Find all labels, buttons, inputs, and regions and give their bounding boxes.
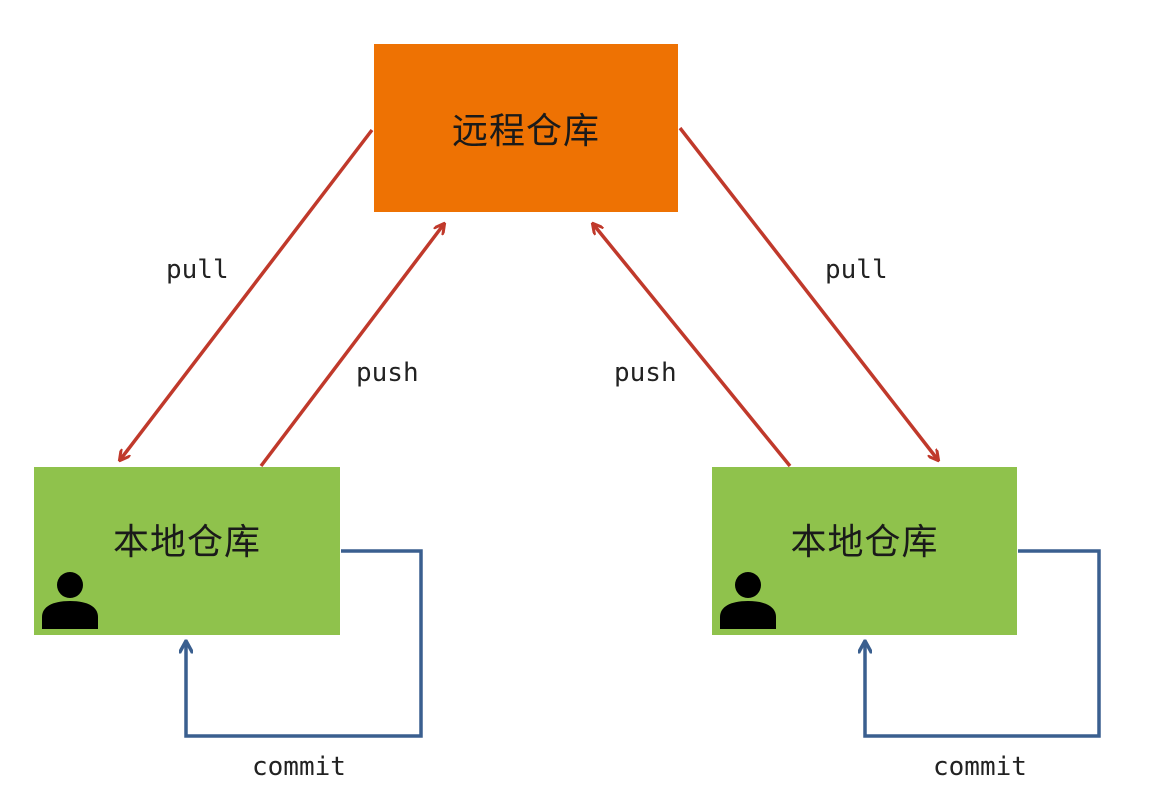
left-push-label: push <box>356 358 419 388</box>
left-commit-label: commit <box>252 752 346 782</box>
user-icon <box>720 572 776 629</box>
local-repository-node-right: 本地仓库 <box>712 467 1017 635</box>
local-repository-node-left: 本地仓库 <box>34 467 340 635</box>
left-pull-arrow <box>120 128 374 460</box>
right-commit-label: commit <box>933 752 1027 782</box>
right-pull-label: pull <box>825 255 888 285</box>
remote-repository-label: 远程仓库 <box>451 111 600 152</box>
right-push-arrow <box>593 224 792 468</box>
right-pull-arrow <box>678 126 938 460</box>
right-push-label: push <box>614 358 677 388</box>
left-push-arrow <box>259 224 444 468</box>
user-icon <box>42 572 98 629</box>
right-commit-arrow <box>865 549 1101 738</box>
left-commit-arrow <box>186 549 423 738</box>
remote-repository-node: 远程仓库 <box>374 44 678 212</box>
local-repository-label-right: 本地仓库 <box>790 522 939 563</box>
left-pull-label: pull <box>166 255 229 285</box>
local-repository-label-left: 本地仓库 <box>112 522 261 563</box>
